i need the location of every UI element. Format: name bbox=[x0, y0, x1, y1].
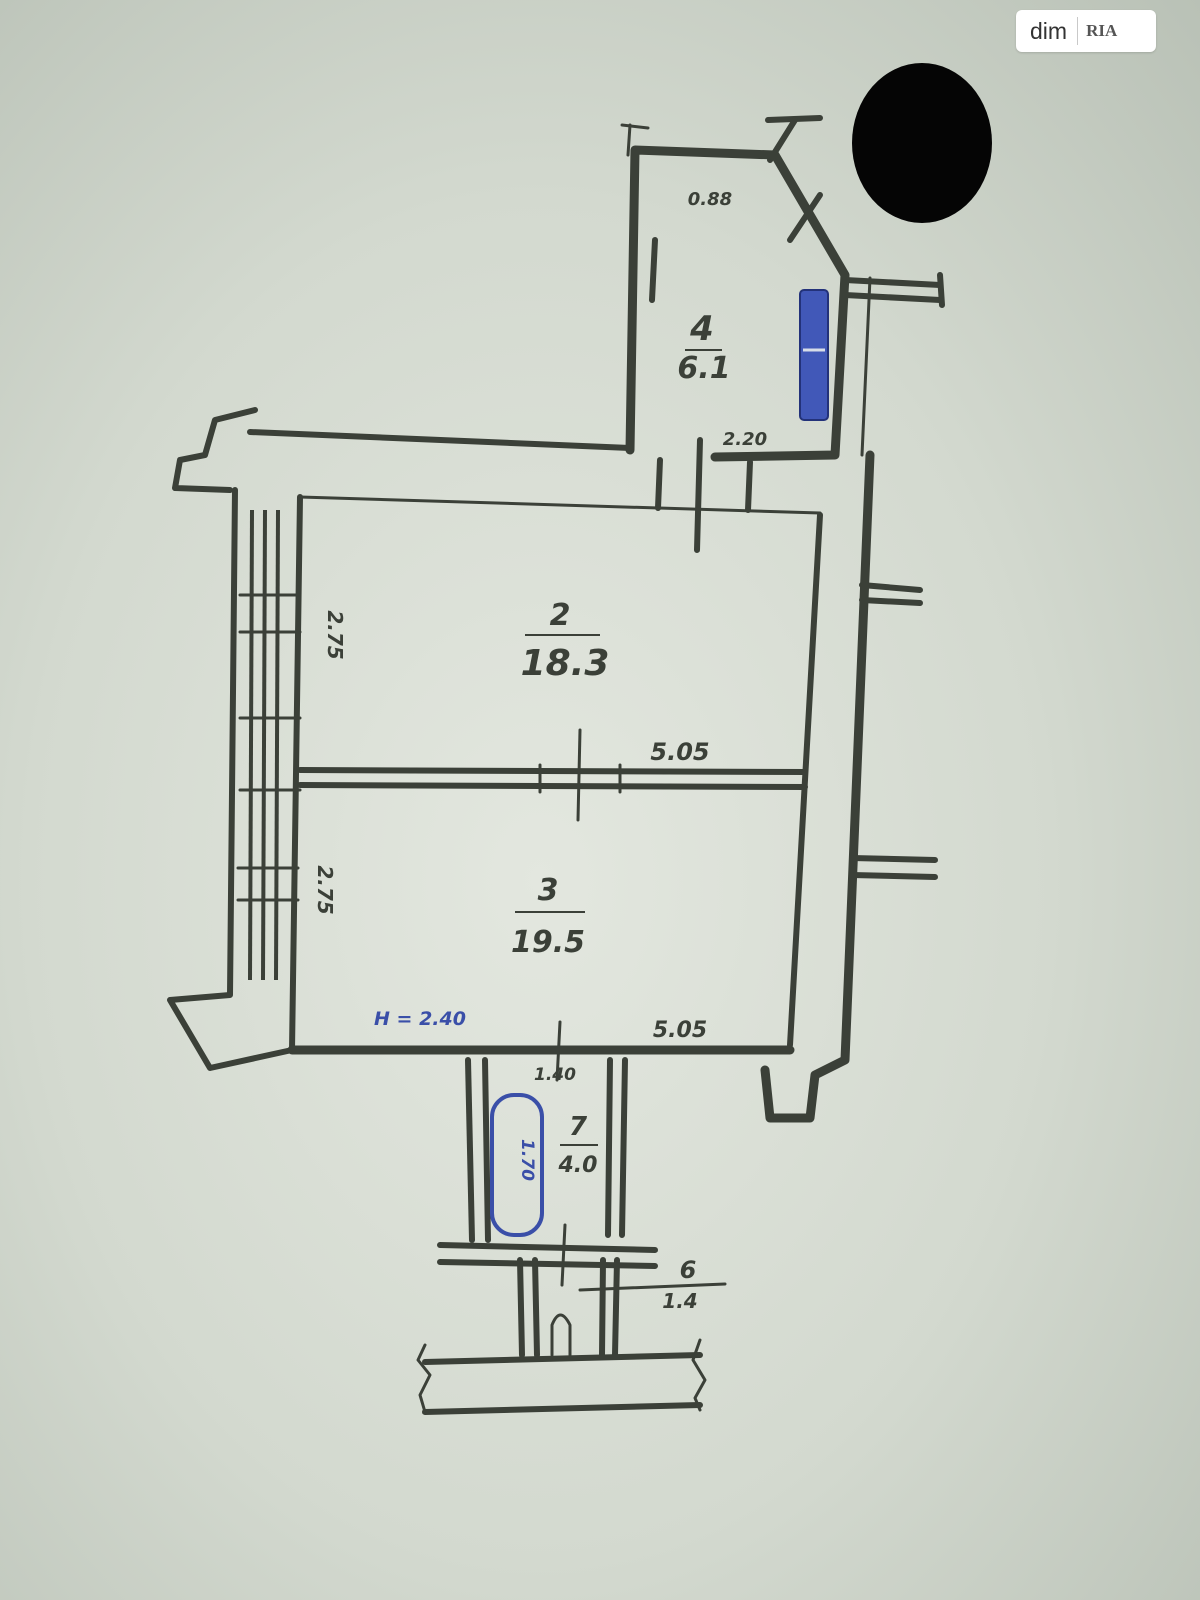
watermark-divider bbox=[1077, 17, 1079, 45]
room-labels: 4 18.3 6.1 2 18.3 3 19.5 7 4.0 6 1.4 bbox=[511, 309, 731, 1313]
dim-room2-side: 2.75 bbox=[323, 610, 347, 659]
window-hatching bbox=[236, 509, 302, 981]
room-3-area: 19.5 bbox=[511, 925, 585, 960]
room-6-number: 6 bbox=[680, 1256, 697, 1284]
room-4-number: 4 bbox=[689, 309, 714, 349]
kitchen-walls bbox=[620, 115, 945, 462]
room-7-area: 4.0 bbox=[558, 1153, 598, 1178]
dim-height-note: H = 2.40 bbox=[374, 1008, 466, 1030]
room-2-number: 2 bbox=[550, 598, 571, 633]
watermark-text: dim bbox=[1030, 17, 1068, 44]
room-6-area: 1.4 bbox=[662, 1289, 697, 1313]
dimension-labels: 0.88 2.20 2.75 5.05 2.75 H = 2.40 5.05 1… bbox=[313, 189, 767, 1181]
partition-wall bbox=[297, 728, 808, 822]
dim-bath-door: 1.40 bbox=[534, 1065, 576, 1085]
dim-room2-wall: 5.05 bbox=[650, 738, 709, 766]
dim-bath-fixture: 1.70 bbox=[517, 1139, 537, 1181]
room-7-number: 7 bbox=[569, 1112, 588, 1142]
stove-icon bbox=[799, 289, 829, 421]
dim-kitchen-door: 2.20 bbox=[723, 429, 767, 450]
room-3-number: 3 bbox=[538, 873, 559, 908]
bathroom-walls bbox=[416, 1020, 727, 1415]
dim-room3-bottom: 5.05 bbox=[653, 1018, 707, 1043]
corridor-walls bbox=[172, 407, 822, 553]
bathtub-icon bbox=[490, 1093, 544, 1237]
dim-room3-side: 2.75 bbox=[313, 865, 337, 914]
redaction-mark bbox=[852, 63, 992, 223]
dim-kitchen-top: 0.88 bbox=[688, 189, 732, 210]
ria-logo: RIA bbox=[1086, 21, 1118, 40]
dim-ria-watermark: dim RIA bbox=[1016, 10, 1156, 52]
outer-walls bbox=[167, 450, 938, 1123]
room-2-area: 18.3 bbox=[521, 643, 610, 684]
room-4-area-value: 6.1 bbox=[677, 351, 730, 386]
